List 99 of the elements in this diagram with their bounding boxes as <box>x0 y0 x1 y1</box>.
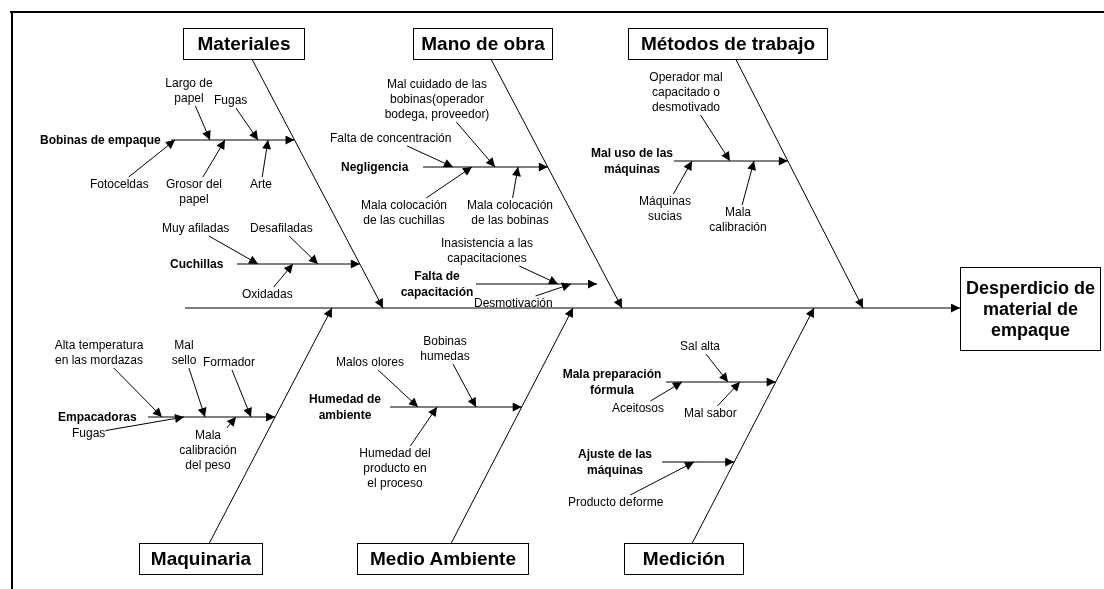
cause-line <box>389 406 491 408</box>
sub-cause-label: Oxidadas <box>242 287 293 302</box>
arrow <box>512 166 521 199</box>
arrow <box>450 307 574 544</box>
arrow <box>128 139 176 178</box>
sub-cause-label: Máquinas sucias <box>634 194 696 224</box>
arrow <box>650 381 683 402</box>
arrow <box>261 139 272 178</box>
arrow <box>235 107 259 141</box>
sub-cause-label: Falta de concentración <box>330 131 452 146</box>
arrow <box>271 135 295 145</box>
sub-cause-label: Mala calibración del peso <box>176 428 240 473</box>
arrow <box>947 303 961 313</box>
arrow <box>377 369 419 408</box>
arrow <box>288 235 319 265</box>
sub-cause-label: Arte <box>250 177 272 192</box>
sub-cause-label: Aceitosos <box>612 401 665 416</box>
arrow <box>704 457 735 467</box>
cause-label: Falta de capacitación <box>398 268 476 300</box>
arrow <box>735 59 864 309</box>
sub-cause-label: Mala calibración <box>705 205 771 235</box>
sub-cause-label: Desafiladas <box>250 221 313 236</box>
cause-label: Cuchillas <box>170 256 224 272</box>
sub-cause-label: Sal alta <box>680 339 721 354</box>
arrow <box>194 105 211 141</box>
cause-line <box>147 416 256 418</box>
arrow <box>749 377 777 387</box>
arrow <box>489 402 523 412</box>
arrow <box>629 461 695 496</box>
arrow <box>406 145 454 168</box>
arrow <box>452 363 477 408</box>
cause-label: Negligencia <box>341 159 409 175</box>
sub-cause-label: Alta temperatura en las mordazas <box>48 338 150 368</box>
cause-line <box>236 263 326 265</box>
arrow <box>705 353 729 383</box>
sub-cause-label: Mala colocación de las bobinas <box>462 198 558 228</box>
cause-label: Empacadoras <box>58 409 137 425</box>
arrow <box>523 162 549 172</box>
arrow <box>226 416 237 429</box>
arrow <box>254 412 276 422</box>
sub-cause-label: Humedad del producto en el proceso <box>357 446 433 491</box>
category-box: Métodos de trabajo <box>628 28 828 60</box>
arrow <box>700 114 731 162</box>
cause-line <box>661 461 706 463</box>
spine-line <box>184 307 949 309</box>
cause-label: Humedad de ambiente <box>303 391 387 423</box>
arrow <box>535 282 572 297</box>
sub-cause-label: Malos olores <box>336 355 405 370</box>
effect-box: Desperdicio de material de empaque <box>960 267 1101 351</box>
arrow <box>409 406 438 447</box>
category-box: Medición <box>624 543 744 575</box>
sub-cause-label: Fotoceldas <box>90 177 149 192</box>
category-box: Maquinaria <box>139 543 263 575</box>
arrow <box>757 156 789 166</box>
arrow <box>188 367 207 418</box>
arrow <box>490 59 623 309</box>
category-box: Materiales <box>183 28 305 60</box>
sub-cause-label: Inasistencia a las capacitaciones <box>433 236 541 266</box>
sub-cause-label: Bobinas humedas <box>413 334 477 364</box>
sub-cause-label: Muy afiladas <box>162 221 230 236</box>
cause-line <box>170 139 273 141</box>
cause-label: Mala preparación fórmula <box>555 366 669 398</box>
arrow <box>113 367 163 418</box>
cause-line <box>665 381 751 383</box>
arrow <box>251 59 384 309</box>
sub-cause-label: Fugas <box>72 426 106 441</box>
arrow <box>324 259 361 269</box>
sub-cause-label: Mal sello <box>168 338 200 368</box>
category-box: Mano de obra <box>413 28 553 60</box>
arrow <box>273 263 294 288</box>
arrow <box>741 160 756 206</box>
sub-cause-label: Mal sabor <box>684 406 737 421</box>
cause-line <box>475 283 576 285</box>
arrow <box>231 369 252 418</box>
arrow <box>672 160 693 195</box>
sub-cause-label: Desmotivación <box>474 296 553 311</box>
arrow <box>716 381 741 407</box>
sub-cause-label: Producto deforme <box>568 495 664 510</box>
cause-line <box>673 160 759 162</box>
sub-cause-label: Mala colocación de las cuchillas <box>356 198 452 228</box>
arrow <box>208 307 333 544</box>
cause-label: Bobinas de empaque <box>40 132 161 148</box>
cause-label: Mal uso de las máquinas <box>582 145 682 177</box>
arrow <box>104 414 185 432</box>
arrow <box>425 166 473 199</box>
arrow <box>208 235 259 265</box>
cause-line <box>422 166 525 168</box>
category-box: Medio Ambiente <box>357 543 529 575</box>
sub-cause-label: Formador <box>203 355 255 370</box>
arrow <box>518 265 559 285</box>
sub-cause-label: Fugas <box>214 93 248 108</box>
sub-cause-label: Operador mal capacitado o desmotivado <box>643 70 729 115</box>
sub-cause-label: Mal cuidado de las bobinas(operador bodega, proveedor) <box>382 77 492 122</box>
cause-label: Ajuste de las máquinas <box>570 446 660 478</box>
arrow <box>455 121 496 168</box>
arrow <box>574 279 598 289</box>
sub-cause-label: Grosor del papel <box>163 177 225 207</box>
arrow <box>202 139 226 178</box>
arrow <box>691 307 815 544</box>
